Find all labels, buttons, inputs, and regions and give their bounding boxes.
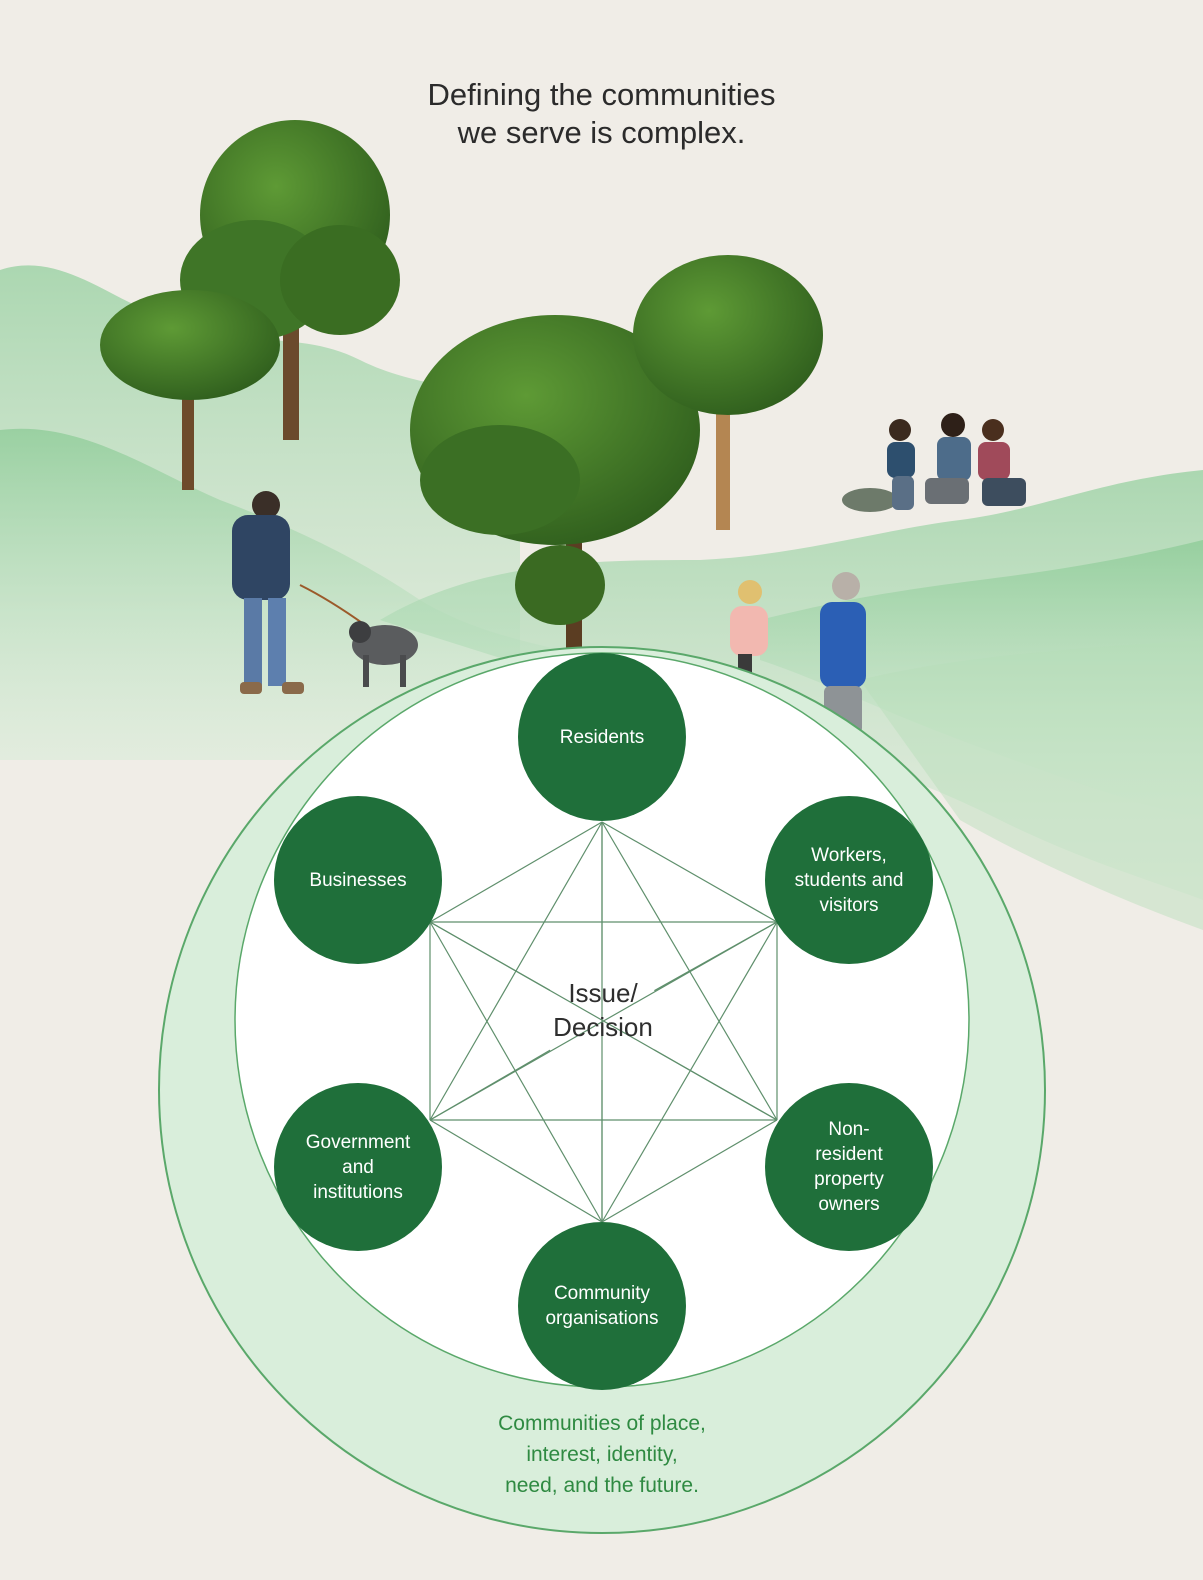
page-title-line-2: we serve is complex. [457,115,746,150]
node-businesses-label: Businesses [283,796,433,964]
page-title-line-1: Defining the communities [427,77,776,112]
connector-line-13 [429,921,603,1223]
connector-line-4 [429,821,603,923]
workers-line-2: students and [794,869,904,891]
node-workers-label: Workers, students and visitors [774,796,924,964]
node-residents-circle [518,653,686,821]
residents-line-1: Residents [559,727,645,748]
government-line-1: Government [305,1131,411,1153]
node-workers-circle [765,796,933,964]
property-owners-line-2: resident [815,1144,883,1165]
man-walking-dog-figure [232,491,418,694]
node-businesses-circle [274,796,442,964]
caption-line-1: Communities of place, [498,1412,706,1435]
node-government-label: Government and institutions [283,1083,433,1251]
caption-line-2: interest, identity, [526,1443,678,1466]
node-property-owners-circle [765,1083,933,1251]
hills [0,265,1203,930]
workers-line-3: visitors [819,894,879,916]
picnic-group-figure [842,413,1026,512]
workers-line-1: Workers, [811,844,887,866]
node-residents-label: Residents [527,655,677,820]
government-line-2: and [342,1156,374,1178]
node-community-orgs-circle [518,1222,686,1390]
node-government-circle [274,1083,442,1251]
community-orgs-line-1: Community [553,1283,651,1304]
center-spoke-line-1 [654,921,778,992]
node-property-owners-label: Non- resident property owners [774,1083,924,1251]
center-line-2: Decision [553,1012,653,1042]
center-spoke-line-4 [429,1049,551,1121]
connector-line-0 [601,821,778,923]
property-owners-line-3: property [814,1169,884,1190]
center-line-1: Issue/ [568,978,638,1008]
center-spoke-line-2 [653,1049,778,1121]
stakeholder-nodes [274,653,933,1390]
node-community-orgs-label: Community organisations [527,1222,677,1390]
businesses-line-1: Businesses [309,869,407,891]
property-owners-line-4: owners [818,1194,880,1215]
community-orgs-line-2: organisations [545,1308,659,1329]
caption-line-3: need, and the future. [505,1474,699,1497]
page-title: Defining the communities we serve is com… [300,76,903,152]
center-spoke-line-5 [429,921,551,991]
government-line-3: institutions [313,1181,403,1203]
connector-line-6 [601,921,778,1223]
connector-line-9 [601,1119,778,1223]
connector-line-12 [429,1119,603,1223]
connector-lines [429,821,778,1223]
outer-ring-caption: Communities of place, interest, identity… [402,1408,802,1501]
property-owners-line-1: Non- [828,1119,870,1140]
trees [100,120,823,650]
center-issue-decision: Issue/ Decision [503,976,703,1044]
